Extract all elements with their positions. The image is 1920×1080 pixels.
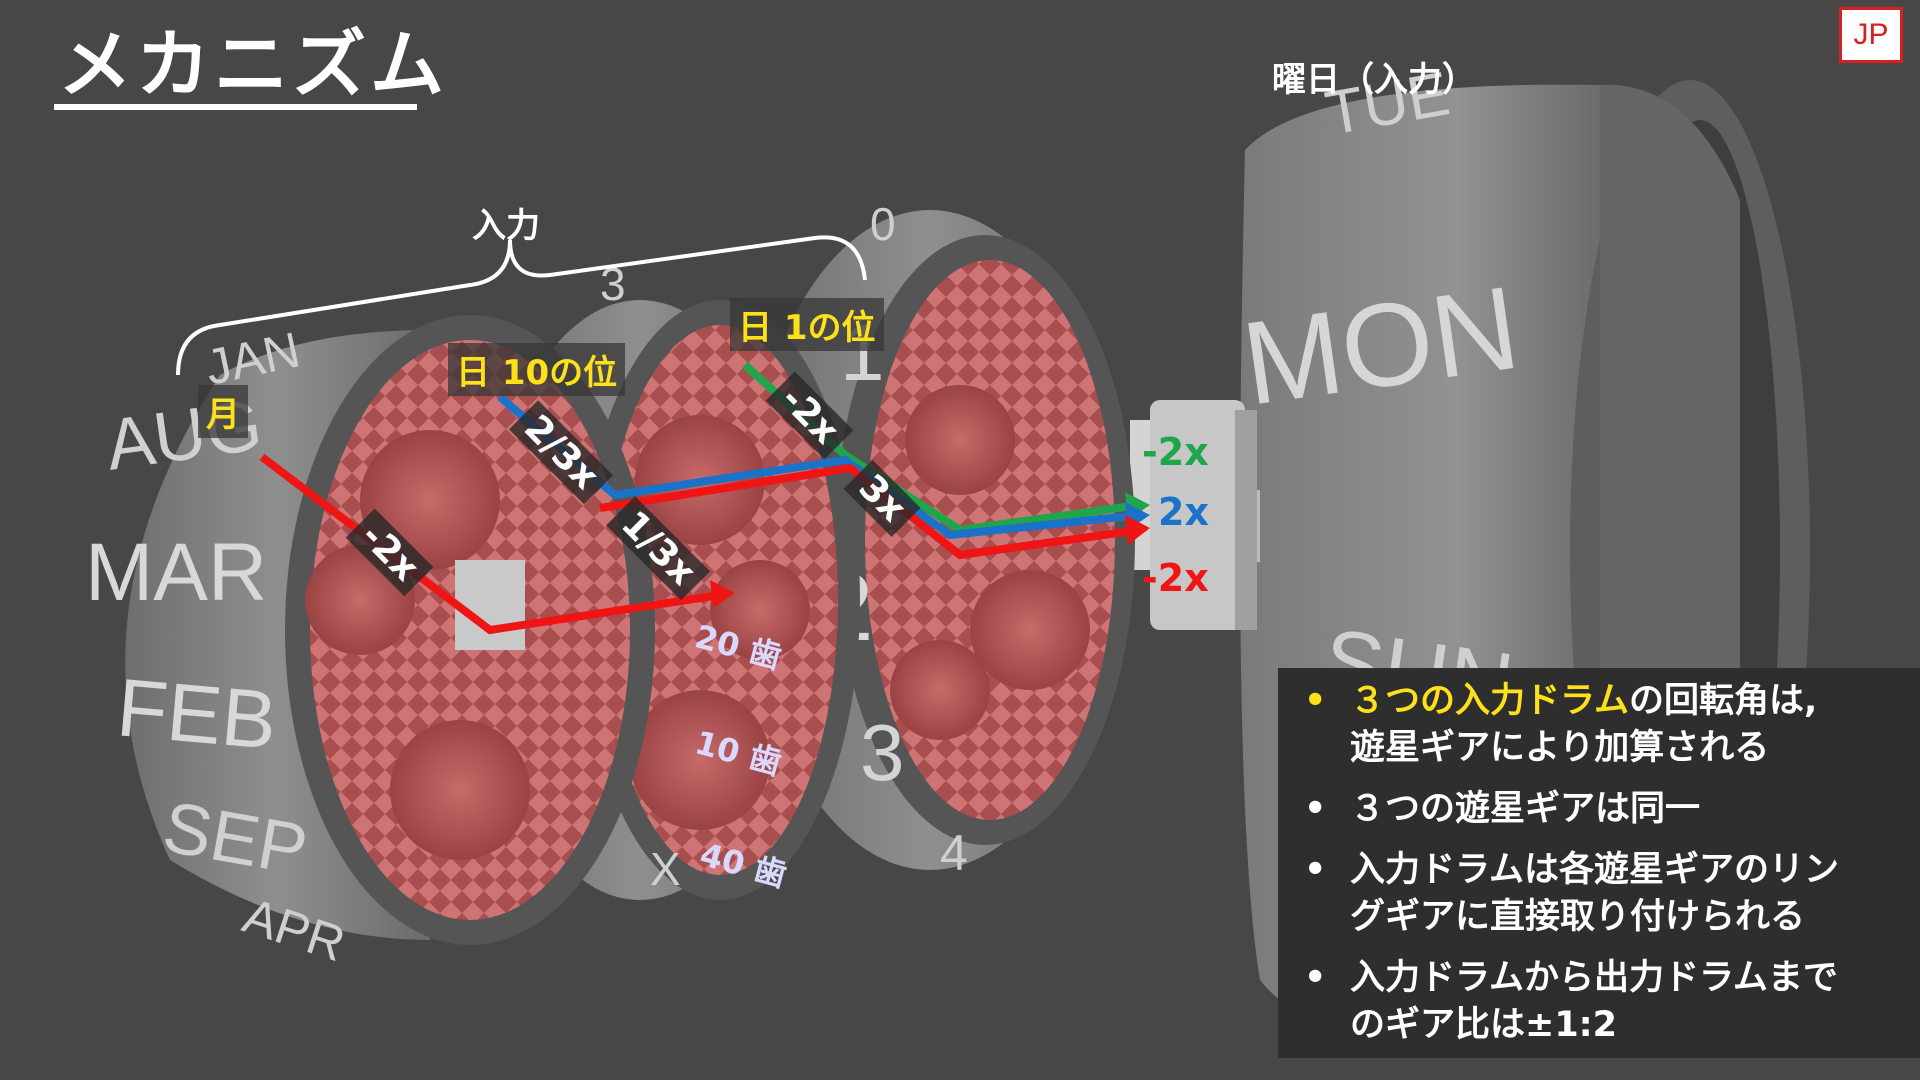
ones-text-4: 4 bbox=[940, 825, 968, 881]
red-arrowhead-out bbox=[1125, 515, 1150, 545]
info-panel: ３つの入力ドラムの回転角は, 遊星ギアにより加算される ３つの遊星ギアは同一 入… bbox=[1278, 668, 1920, 1058]
day-tens-label: 日 10の位 bbox=[448, 343, 626, 396]
info-item-2: ３つの遊星ギアは同一 bbox=[1290, 786, 1890, 833]
info-list: ３つの入力ドラムの回転角は, 遊星ギアにより加算される ３つの遊星ギアは同一 入… bbox=[1290, 678, 1890, 1049]
output-ratio-red: -2x bbox=[1142, 556, 1209, 600]
info-item-1-text: の回転角は, 遊星ギアにより加算される bbox=[1350, 681, 1818, 768]
red-path-month bbox=[259, 453, 721, 635]
title-underline bbox=[54, 104, 417, 110]
info-item-3: 入力ドラムは各遊星ギアのリン グギアに直接取り付けられる bbox=[1290, 847, 1890, 941]
month-text-mar: MAR bbox=[85, 527, 267, 618]
weekday-output-label: 曜日（入力） bbox=[1272, 60, 1476, 100]
info-item-2-text: ３つの遊星ギアは同一 bbox=[1350, 789, 1701, 829]
output-ratio-green: -2x bbox=[1142, 430, 1209, 474]
month-label: 月 bbox=[198, 385, 248, 438]
input-brace bbox=[176, 235, 867, 376]
page-title: メカニズム bbox=[58, 22, 448, 108]
ones-text-3: 3 bbox=[860, 708, 905, 797]
tens-text-x2: X bbox=[650, 843, 681, 895]
info-item-4: 入力ドラムから出力ドラムまで のギア比は±1:2 bbox=[1290, 955, 1890, 1049]
red-arrowhead-month bbox=[710, 580, 735, 608]
info-item-4-text: 入力ドラムから出力ドラムまで のギア比は±1:2 bbox=[1350, 958, 1838, 1045]
info-item-1: ３つの入力ドラムの回転角は, 遊星ギアにより加算される bbox=[1290, 678, 1890, 772]
info-item-3-text: 入力ドラムは各遊星ギアのリン グギアに直接取り付けられる bbox=[1350, 850, 1839, 937]
ones-text-0: 0 bbox=[870, 198, 896, 250]
month-drum: JAN AUG MAR FEB SEP APR bbox=[85, 315, 655, 972]
month-text-feb: FEB bbox=[113, 662, 280, 767]
input-label: 入力 bbox=[472, 206, 540, 246]
language-badge[interactable]: JP bbox=[1839, 7, 1903, 63]
day-ones-label: 日 1の位 bbox=[730, 298, 884, 351]
output-ratio-blue: 2x bbox=[1158, 490, 1209, 534]
info-item-1-highlight: ３つの入力ドラム bbox=[1350, 681, 1629, 721]
